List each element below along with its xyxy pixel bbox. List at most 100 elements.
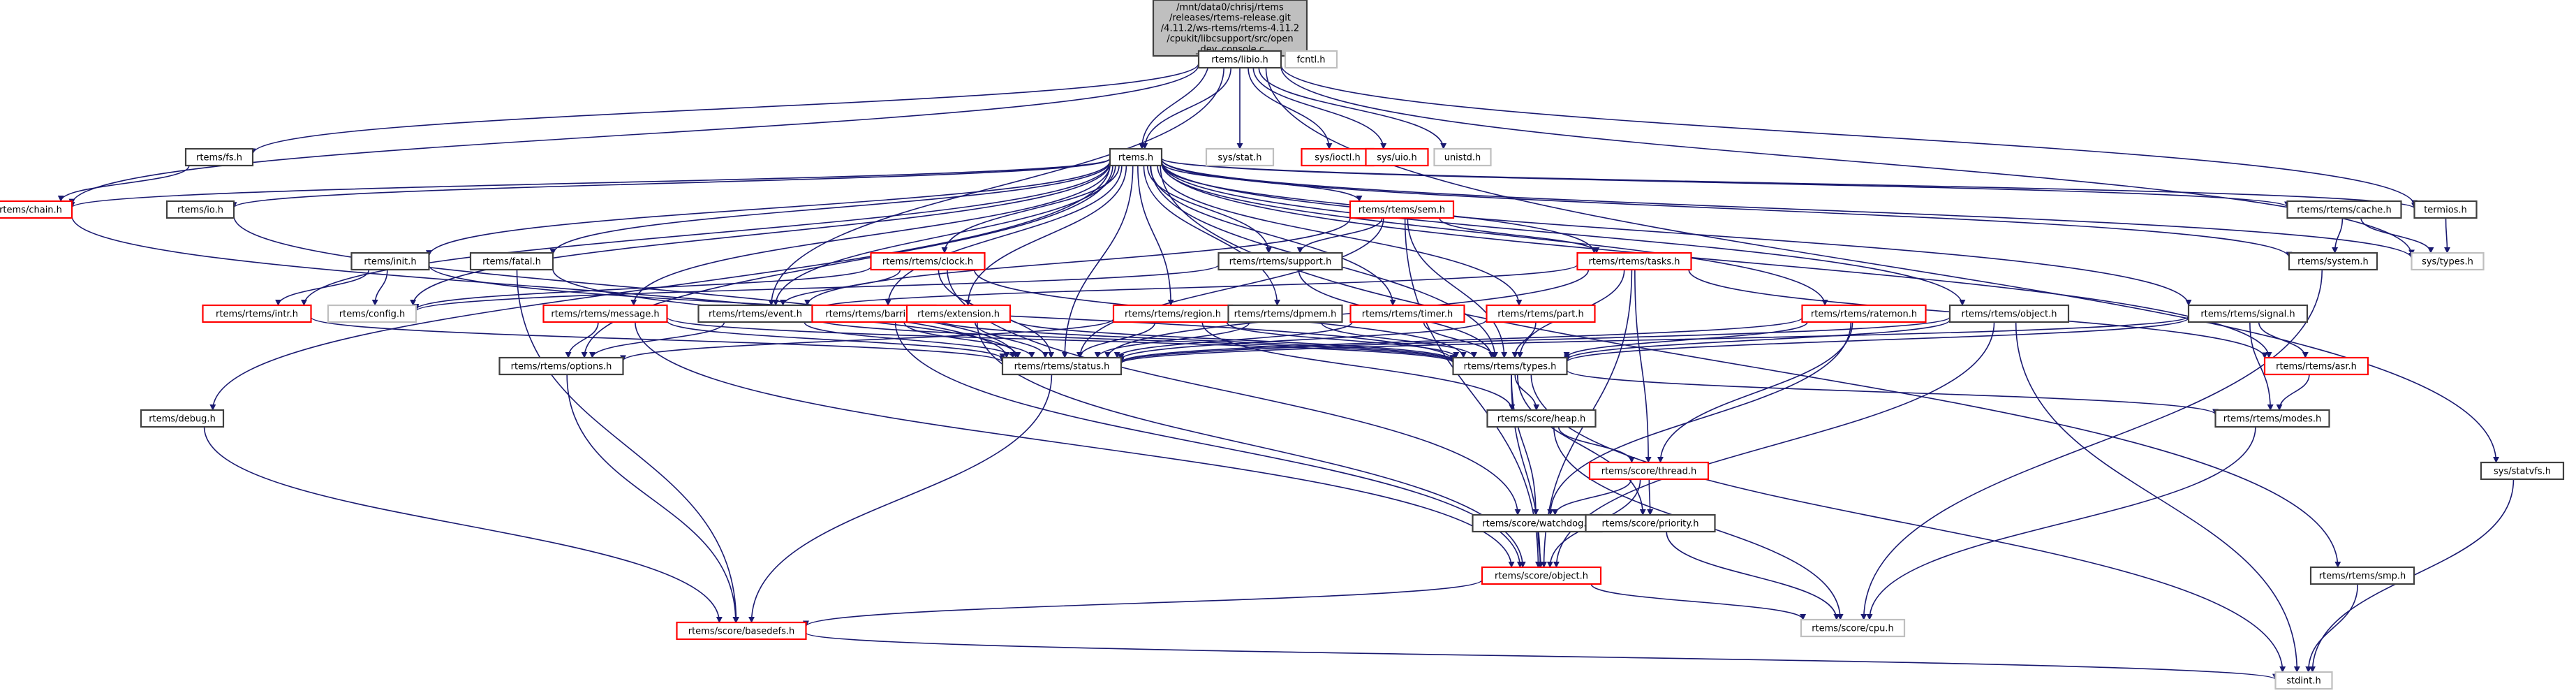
- edge-event-to-types: [811, 316, 1456, 363]
- node-sysstat[interactable]: sys/stat.h: [1205, 147, 1275, 167]
- node-scoreobject[interactable]: rtems/score/object.h: [1481, 566, 1602, 585]
- node-sysioctl[interactable]: sys/ioctl.h: [1301, 147, 1375, 167]
- node-object[interactable]: rtems/rtems/object.h: [1948, 304, 2070, 323]
- edge-root-to-rtems: [1139, 55, 1211, 149]
- node-cache[interactable]: rtems/rtems/cache.h: [2286, 200, 2402, 219]
- node-ratemon[interactable]: rtems/rtems/ratemon.h: [1801, 304, 1927, 323]
- edge-rtems-to-fatal: [549, 161, 1111, 256]
- node-box: [1585, 513, 1716, 533]
- edge-rtems-to-io: [230, 158, 1111, 209]
- node-dpmem[interactable]: rtems/rtems/dpmem.h: [1227, 304, 1343, 323]
- node-clock[interactable]: rtems/rtems/clock.h: [870, 251, 986, 271]
- edge-rtems-to-systypes: [1161, 159, 2415, 259]
- node-sysuio[interactable]: sys/uio.h: [1365, 147, 1429, 167]
- node-debug[interactable]: rtems/debug.h: [140, 409, 225, 428]
- node-statvfs[interactable]: sys/statvfs.h: [2480, 461, 2565, 481]
- node-box: [2286, 200, 2402, 219]
- node-fatal[interactable]: rtems/fatal.h: [469, 251, 554, 271]
- node-event[interactable]: rtems/rtems/event.h: [697, 304, 813, 323]
- edge-libio-to-sysioctl: [1248, 67, 1333, 149]
- edge-termios-to-systypes: [2444, 217, 2451, 254]
- node-modes[interactable]: rtems/rtems/modes.h: [2214, 409, 2330, 428]
- node-box: [202, 304, 312, 323]
- node-box: [140, 409, 225, 428]
- edge-rtems-to-init: [426, 161, 1111, 257]
- node-status[interactable]: rtems/rtems/status.h: [1001, 356, 1123, 376]
- node-extension[interactable]: rtems/extension.h: [905, 304, 1012, 323]
- node-asr[interactable]: rtems/rtems/asr.h: [2263, 356, 2369, 376]
- node-intr[interactable]: rtems/rtems/intr.h: [202, 304, 312, 323]
- edge-region-to-heap: [1201, 321, 1516, 411]
- edge-rtems-to-extension: [965, 165, 1127, 306]
- edge-support-to-config: [413, 264, 1220, 312]
- node-heap[interactable]: rtems/score/heap.h: [1486, 409, 1597, 428]
- node-tasks[interactable]: rtems/rtems/tasks.h: [1576, 251, 1692, 271]
- node-label: rtems/rtems/types.h: [1464, 362, 1557, 372]
- edge-tasks-to-event: [809, 264, 1578, 312]
- node-label: rtems/system.h: [2297, 257, 2369, 268]
- node-box: [1349, 200, 1455, 219]
- node-label: rtems/chain.h: [0, 205, 62, 216]
- edge-priority-to-cpu: [1666, 531, 1840, 620]
- node-stdint[interactable]: stdint.h: [2274, 671, 2333, 690]
- node-message[interactable]: rtems/rtems/message.h: [542, 304, 668, 323]
- node-cpu[interactable]: rtems/score/cpu.h: [1800, 618, 1906, 638]
- edge-libio-to-event: [768, 67, 1224, 306]
- node-termios[interactable]: termios.h: [2413, 200, 2478, 219]
- node-region[interactable]: rtems/rtems/region.h: [1112, 304, 1234, 323]
- node-basedefs[interactable]: rtems/score/basedefs.h: [676, 621, 807, 641]
- node-label: termios.h: [2424, 205, 2467, 216]
- node-timer[interactable]: rtems/rtems/timer.h: [1349, 304, 1465, 323]
- node-root[interactable]: /mnt/data0/chrisj/rtems/releases/rtems-r…: [1152, 0, 1308, 57]
- node-config[interactable]: rtems/config.h: [327, 304, 417, 323]
- node-label: rtems/rtems/cache.h: [2297, 205, 2391, 216]
- node-libio[interactable]: rtems/libio.h: [1197, 50, 1282, 69]
- node-label: /4.11.2/ws-rtems/rtems-4.11.2: [1161, 24, 1299, 34]
- node-smp[interactable]: rtems/rtems/smp.h: [2309, 566, 2415, 585]
- node-box: [327, 304, 417, 323]
- node-system[interactable]: rtems/system.h: [2288, 251, 2378, 271]
- node-part[interactable]: rtems/rtems/part.h: [1486, 304, 1596, 323]
- edge-debug-to-basedefs: [203, 426, 723, 623]
- node-box: [1452, 356, 1568, 376]
- node-sem[interactable]: rtems/rtems/sem.h: [1349, 200, 1455, 219]
- node-support[interactable]: rtems/rtems/support.h: [1217, 251, 1343, 271]
- node-fcntl[interactable]: fcntl.h: [1284, 50, 1338, 69]
- edge-status-to-basedefs: [748, 374, 1053, 623]
- node-options[interactable]: rtems/rtems/options.h: [498, 356, 624, 376]
- edge-rtems-to-config: [410, 162, 1111, 306]
- edge-libio-to-chain: [68, 64, 1199, 205]
- node-box: [1152, 0, 1308, 57]
- node-box: [2263, 356, 2369, 376]
- node-watchdog[interactable]: rtems/score/watchdog.h: [1472, 513, 1603, 533]
- node-label: rtems/extension.h: [917, 309, 1000, 320]
- edge-barrier-to-types: [935, 318, 1456, 363]
- node-label: rtems/rtems/sem.h: [1359, 205, 1445, 216]
- edge-signal-to-status: [1118, 316, 2189, 365]
- edge-init-to-config: [371, 269, 388, 306]
- node-rtems[interactable]: rtems.h: [1109, 147, 1163, 167]
- node-unistd[interactable]: unistd.h: [1433, 147, 1492, 167]
- node-box: [0, 200, 73, 219]
- node-priority[interactable]: rtems/score/priority.h: [1585, 513, 1716, 533]
- node-label: rtems/score/heap.h: [1497, 414, 1585, 425]
- node-chain[interactable]: rtems/chain.h: [0, 200, 73, 219]
- node-label: rtems.h: [1118, 153, 1153, 163]
- node-box: [2187, 304, 2309, 323]
- edge-message-to-types: [666, 316, 1456, 364]
- node-fs[interactable]: rtems/fs.h: [184, 147, 254, 167]
- node-label: sys/types.h: [2422, 257, 2473, 268]
- node-box: [697, 304, 813, 323]
- node-init[interactable]: rtems/init.h: [350, 251, 430, 271]
- node-label: stdint.h: [2286, 676, 2320, 687]
- node-label: rtems/rtems/smp.h: [2319, 571, 2406, 582]
- node-io[interactable]: rtems/io.h: [165, 200, 235, 219]
- node-signal[interactable]: rtems/rtems/signal.h: [2187, 304, 2309, 323]
- node-thread[interactable]: rtems/score/thread.h: [1588, 461, 1710, 481]
- node-systypes[interactable]: sys/types.h: [2411, 251, 2485, 271]
- edge-cache-to-system: [2332, 217, 2344, 254]
- node-box: [905, 304, 1012, 323]
- edge-types-to-modes: [1566, 369, 2219, 416]
- node-types[interactable]: rtems/rtems/types.h: [1452, 356, 1568, 376]
